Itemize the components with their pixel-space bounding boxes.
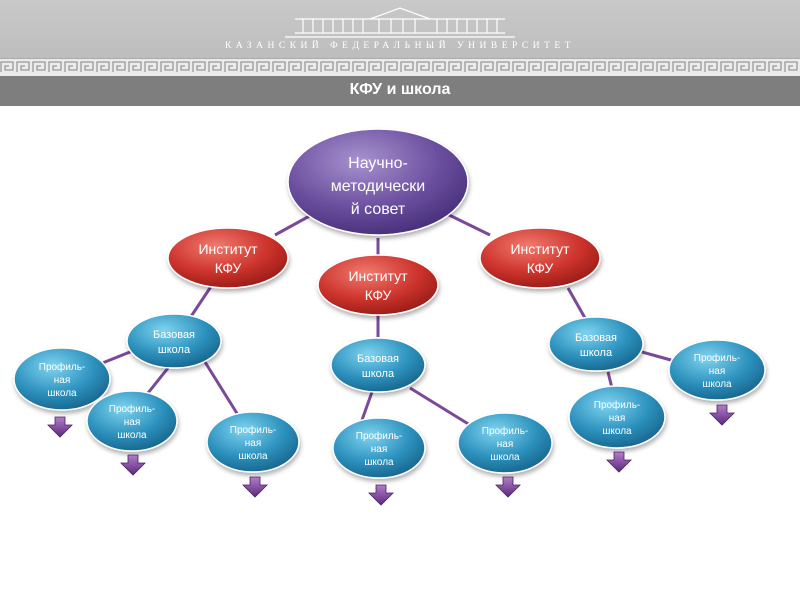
profile-school-label: школа	[117, 430, 147, 441]
down-arrow-icon	[120, 454, 146, 476]
council-label: методически	[331, 178, 426, 195]
base-school-label: школа	[158, 344, 191, 356]
down-arrow-icon	[47, 416, 73, 438]
profile-school-label: ная	[497, 439, 514, 450]
base-school-label: Базовая	[357, 353, 399, 365]
down-arrow-icon	[606, 451, 632, 473]
greek-key-border	[0, 58, 800, 76]
title-bar: КФУ и школа	[0, 76, 800, 106]
profile-school-label: Профиль-	[594, 399, 641, 411]
base-school-node-right: Базовая школа	[548, 316, 644, 372]
connector-lines	[99, 211, 679, 427]
connector-line	[203, 361, 240, 416]
connector-line	[274, 211, 316, 237]
institute-node-right: Институт КФУ	[479, 227, 601, 289]
institute-node-center: Институт КФУ	[317, 254, 439, 316]
profile-school-label: ная	[245, 438, 262, 449]
profile-school-node: Профиль- ная школа	[668, 339, 766, 401]
profile-school-label: Профиль-	[39, 361, 86, 373]
connector-line	[99, 348, 136, 366]
profile-school-label: школа	[602, 426, 632, 437]
profile-school-label: Профиль-	[109, 403, 156, 415]
base-school-label: школа	[580, 347, 613, 359]
university-name: КАЗАНСКИЙ ФЕДЕРАЛЬНЫЙ УНИВЕРСИТЕТ	[224, 41, 576, 51]
profile-school-node: Профиль- ная школа	[332, 417, 426, 479]
connector-line	[606, 371, 614, 389]
down-arrow-icon	[368, 484, 394, 506]
profile-school-label: ная	[709, 366, 726, 377]
profile-school-node: Профиль- ная школа	[457, 412, 553, 474]
profile-school-label: школа	[702, 379, 732, 390]
institute-label: Институт	[198, 241, 258, 257]
profile-school-label: ная	[54, 375, 71, 386]
institute-label: Институт	[348, 268, 408, 284]
profile-school-node: Профиль- ная школа	[206, 411, 300, 473]
institute-node-left: Институт КФУ	[167, 227, 289, 289]
profile-school-label: Профиль-	[356, 430, 403, 442]
institute-label: КФУ	[215, 260, 242, 276]
connector-line	[146, 367, 170, 394]
council-label: Научно-	[348, 155, 408, 172]
council-node: Научно- методически й совет	[287, 128, 469, 236]
connector-line	[444, 211, 491, 237]
university-building-logo	[285, 7, 515, 38]
council-label: й совет	[351, 201, 406, 218]
page-title: КФУ и школа	[349, 81, 451, 98]
profile-school-node: Профиль- ная школа	[86, 390, 178, 452]
down-arrow-icon	[495, 476, 521, 498]
connector-line	[409, 386, 471, 427]
base-school-label: Базовая	[153, 329, 195, 341]
profile-school-label: Профиль-	[694, 352, 741, 364]
profile-school-label: ная	[609, 413, 626, 424]
profile-school-label: школа	[238, 451, 268, 462]
base-school-node-center: Базовая школа	[330, 337, 426, 393]
base-school-node-left: Базовая школа	[126, 313, 222, 369]
down-arrow-icon	[709, 404, 735, 426]
down-arrow-icon	[242, 476, 268, 498]
institute-label: КФУ	[527, 260, 554, 276]
institute-label: Институт	[510, 241, 570, 257]
header-banner: КАЗАНСКИЙ ФЕДЕРАЛЬНЫЙ УНИВЕРСИТЕТ	[0, 0, 800, 58]
profile-school-node: Профиль- ная школа	[13, 347, 111, 411]
connector-line	[188, 284, 214, 319]
profile-school-node: Профиль- ная школа	[568, 385, 666, 449]
base-school-label: школа	[362, 368, 395, 380]
connector-line	[566, 287, 587, 319]
connector-line	[360, 391, 374, 421]
profile-school-label: Профиль-	[482, 425, 529, 437]
profile-school-label: Профиль-	[230, 424, 277, 436]
profile-school-label: школа	[364, 457, 394, 468]
profile-school-label: школа	[47, 388, 77, 399]
profile-school-label: ная	[371, 444, 388, 455]
institute-label: КФУ	[365, 287, 392, 303]
base-school-label: Базовая	[575, 332, 617, 344]
profile-school-label: ная	[124, 417, 141, 428]
profile-school-label: школа	[490, 452, 520, 463]
